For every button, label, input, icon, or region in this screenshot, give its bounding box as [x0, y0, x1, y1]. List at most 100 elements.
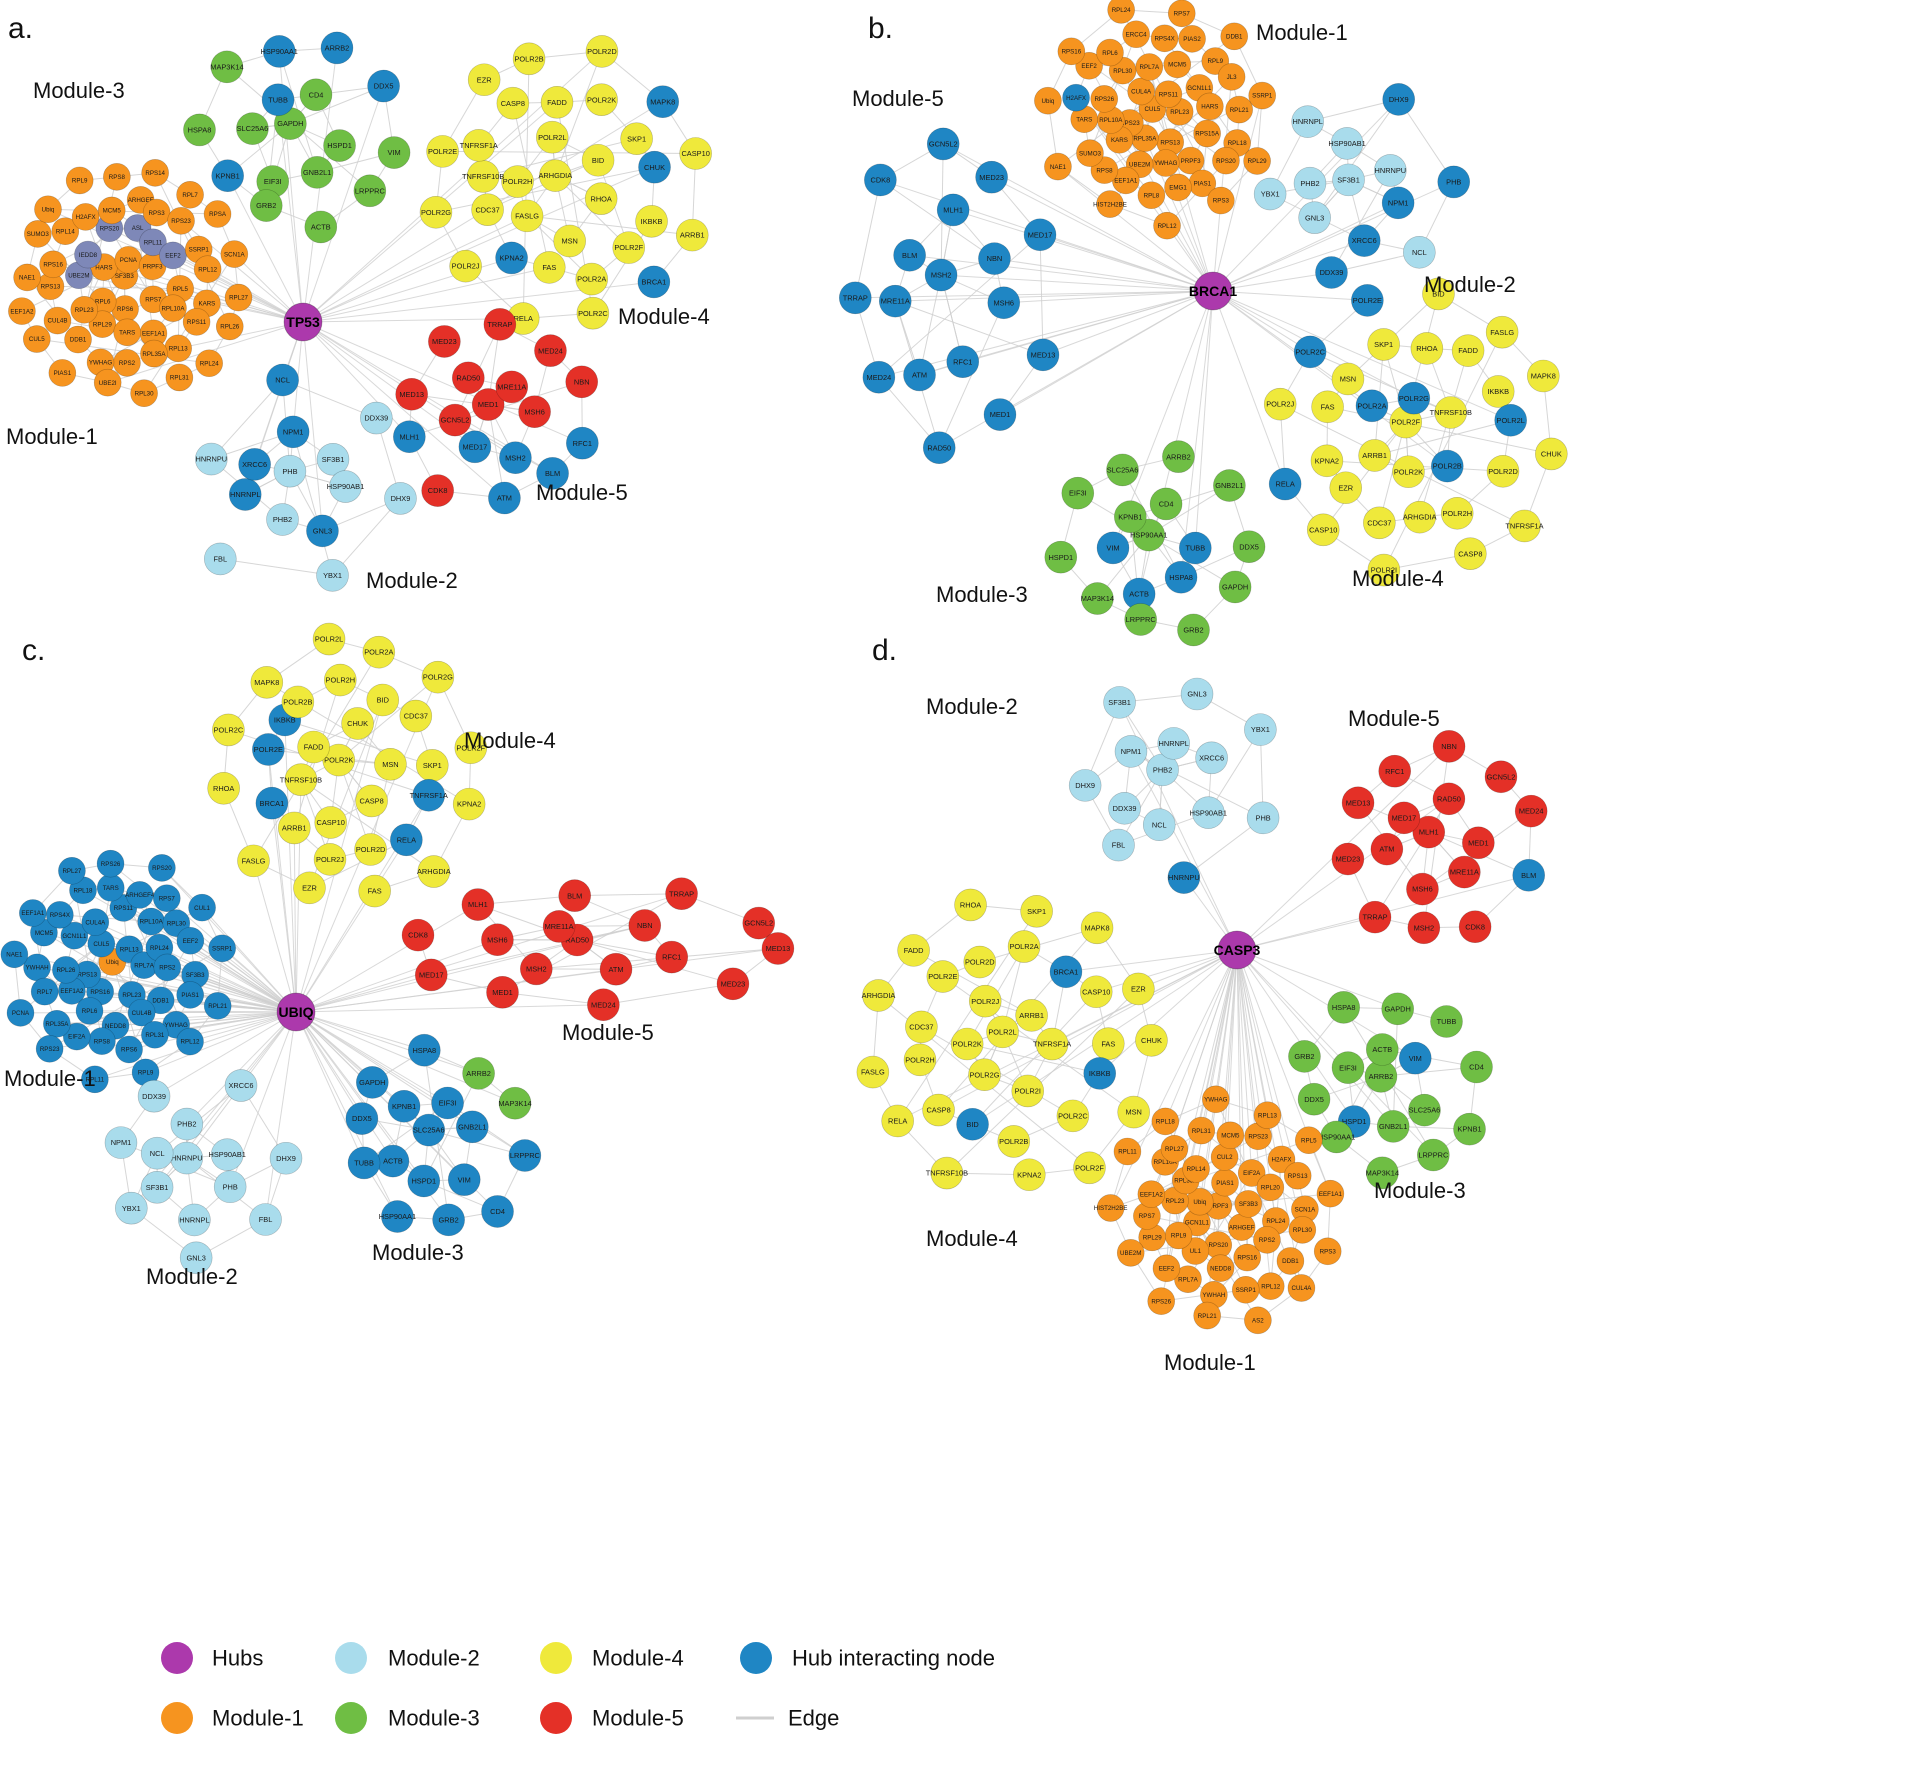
node-circle[interactable]	[462, 129, 496, 162]
node-circle[interactable]	[125, 881, 154, 909]
node-tnfrsf1a[interactable]: TNFRSF1A	[1505, 509, 1544, 543]
node-circle[interactable]	[1127, 77, 1155, 106]
node-phb[interactable]: PHB	[273, 454, 307, 488]
node-rpl6[interactable]: RPL6	[1096, 38, 1124, 67]
node-circle[interactable]	[838, 281, 872, 315]
node-cdc37[interactable]: CDC37	[471, 193, 504, 226]
node-circle[interactable]	[421, 660, 455, 694]
node-mre11a[interactable]: MRE11A	[495, 370, 529, 404]
node-casp10[interactable]: CASP10	[1306, 513, 1340, 547]
node-circle[interactable]	[926, 960, 960, 993]
node-rela[interactable]: RELA	[1268, 467, 1302, 501]
node-circle[interactable]	[367, 69, 400, 103]
node-circle[interactable]	[19, 899, 47, 927]
node-fadd[interactable]: FADD	[297, 730, 330, 764]
node-rpl21[interactable]: RPL21	[1193, 1301, 1221, 1330]
node-circle[interactable]	[212, 713, 245, 747]
node-circle[interactable]	[1316, 1179, 1345, 1208]
node-fadd[interactable]: FADD	[540, 85, 574, 119]
node-circle[interactable]	[1376, 1110, 1410, 1143]
node-circle[interactable]	[452, 787, 486, 821]
node-circle[interactable]	[224, 1069, 258, 1102]
node-polr2h[interactable]: POLR2H	[501, 165, 534, 198]
node-circle[interactable]	[195, 442, 228, 476]
node-circle[interactable]	[1430, 1005, 1463, 1038]
node-rps11[interactable]: RPS11	[1154, 80, 1183, 108]
node-mapk8[interactable]: MAPK8	[646, 85, 680, 119]
node-circle[interactable]	[1034, 86, 1062, 115]
node-circle[interactable]	[585, 35, 619, 68]
node-npm1[interactable]: NPM1	[276, 415, 310, 449]
node-cdc37[interactable]: CDC37	[399, 699, 433, 733]
node-vim[interactable]: VIM	[447, 1163, 481, 1196]
node-circle[interactable]	[412, 778, 446, 812]
node-ikbkb[interactable]: IKBKB	[1481, 375, 1515, 408]
node-circle[interactable]	[1023, 218, 1057, 252]
node-circle[interactable]	[471, 388, 505, 421]
node-casp8[interactable]: CASP8	[355, 784, 388, 818]
node-polr2j[interactable]: POLR2J	[313, 843, 347, 876]
node-ddx5[interactable]: DDX5	[1297, 1082, 1331, 1116]
node-circle[interactable]	[1412, 815, 1446, 849]
node-map3k14[interactable]: MAP3K14	[498, 1086, 532, 1120]
node-gapdh[interactable]: GAPDH	[356, 1066, 389, 1099]
node-rad50[interactable]: RAD50	[452, 361, 485, 395]
node-eef1a1[interactable]: EEF1A1	[19, 899, 47, 927]
node-polr2k[interactable]: POLR2K	[1392, 455, 1425, 489]
node-circle[interactable]	[536, 457, 569, 490]
node-polr2d[interactable]: POLR2D	[354, 833, 387, 866]
node-hspa8[interactable]: HSPA8	[183, 113, 216, 147]
node-rpl35a[interactable]: RPL35A	[140, 339, 168, 368]
node-circle[interactable]	[417, 855, 451, 888]
node-circle[interactable]	[438, 403, 472, 437]
hub-brca1[interactable]: BRCA1	[1189, 271, 1237, 311]
node-circle[interactable]	[1293, 166, 1327, 200]
node-circle[interactable]	[24, 220, 52, 248]
node-circle[interactable]	[1107, 0, 1135, 24]
node-circle[interactable]	[862, 979, 895, 1012]
node-rfc1[interactable]: RFC1	[1378, 754, 1412, 788]
node-rpl29[interactable]: RPL29	[1138, 1223, 1166, 1252]
node-hspa8[interactable]: HSPA8	[408, 1033, 441, 1067]
node-rpl31[interactable]: RPL31	[1187, 1116, 1216, 1145]
node-circle[interactable]	[1137, 181, 1166, 210]
node-tars[interactable]: TARS	[113, 318, 141, 347]
node-brca1[interactable]: BRCA1	[637, 265, 671, 299]
node-arhgdia[interactable]: ARHGDIA	[538, 159, 572, 192]
node-msn[interactable]: MSN	[374, 747, 407, 781]
node-circle[interactable]	[62, 1022, 91, 1051]
node-xrcc6[interactable]: XRCC6	[1347, 224, 1381, 257]
node-circle[interactable]	[1347, 224, 1381, 257]
node-circle[interactable]	[501, 165, 534, 198]
node-ezr[interactable]: EZR	[293, 871, 326, 905]
node-arrb2[interactable]: ARRB2	[462, 1057, 495, 1090]
node-polr2b[interactable]: POLR2B	[281, 685, 315, 719]
node-circle[interactable]	[1244, 1306, 1272, 1335]
node-circle[interactable]	[1432, 730, 1466, 763]
node-nae1[interactable]: NAE1	[1044, 152, 1072, 181]
node-circle[interactable]	[1387, 801, 1421, 835]
node-med24[interactable]: MED24	[534, 334, 567, 367]
node-rpl7[interactable]: RPL7	[176, 180, 204, 209]
node-circle[interactable]	[1068, 769, 1102, 802]
node-cul4b[interactable]: CUL4B	[127, 998, 156, 1027]
node-circle[interactable]	[1283, 1161, 1312, 1190]
node-circle[interactable]	[313, 843, 347, 876]
node-circle[interactable]	[1392, 455, 1425, 489]
node-circle[interactable]	[1182, 1155, 1210, 1183]
node-rpl31[interactable]: RPL31	[141, 1020, 169, 1049]
node-circle[interactable]	[1437, 165, 1471, 199]
node-circle[interactable]	[43, 1009, 71, 1038]
node-circle[interactable]	[576, 296, 610, 330]
node-jl3[interactable]: JL3	[1217, 63, 1246, 91]
node-tubb[interactable]: TUBB	[1430, 1005, 1463, 1038]
node-circle[interactable]	[74, 240, 102, 269]
node-rps7[interactable]: RPS7	[1167, 0, 1196, 28]
node-polr2l[interactable]: POLR2L	[1494, 403, 1527, 437]
node-rpl27[interactable]: RPL27	[224, 283, 253, 312]
node-rps26[interactable]: RPS26	[96, 849, 125, 878]
node-circle[interactable]	[1440, 496, 1474, 530]
node-circle[interactable]	[499, 441, 532, 475]
node-circle[interactable]	[553, 224, 586, 258]
node-rpl27[interactable]: RPL27	[58, 856, 86, 885]
